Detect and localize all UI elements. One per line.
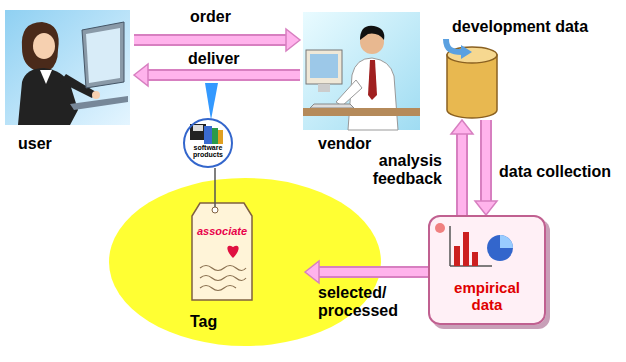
software-circle: software products [183, 118, 233, 168]
edge-label: deliver [188, 50, 240, 68]
arrow-body [318, 268, 428, 276]
vendor-figure [303, 12, 420, 130]
edge-label: data collection [499, 163, 611, 181]
node-text: user [18, 135, 52, 153]
tag-figure [200, 266, 246, 271]
input-arrow [446, 39, 462, 52]
vendor-figure [303, 12, 420, 130]
database-cylinder [447, 47, 497, 118]
empirical-box-ground [463, 232, 469, 266]
flow-arrow [215, 168, 216, 195]
arrow-head [286, 29, 300, 51]
tag-figure [214, 195, 216, 207]
tag-region [109, 178, 381, 346]
node-text: software products [188, 144, 228, 158]
software-icon [184, 119, 232, 167]
software-icon [190, 124, 206, 140]
empirical-data-box: empirical data [428, 215, 546, 325]
user-figure [40, 70, 52, 84]
callout-wedge [205, 83, 218, 120]
user-figure [92, 91, 100, 99]
tag-figure [212, 207, 218, 213]
tag-figure [200, 276, 246, 281]
tag-figure [200, 286, 236, 291]
arrow-head [451, 120, 473, 134]
arrow-body [456, 133, 468, 215]
vendor-figure [310, 54, 338, 78]
flow-arrow [451, 120, 473, 215]
arrow-body [147, 71, 300, 79]
arrow-body [147, 69, 300, 81]
software-icon [218, 130, 223, 144]
tag-figure [192, 203, 252, 300]
empirical-box-ground [472, 252, 478, 266]
node-text: vendor [318, 135, 371, 153]
flow-arrow [134, 29, 300, 51]
string-line [214, 168, 216, 195]
vendor-figure [318, 84, 330, 92]
vendor-figure [360, 26, 384, 40]
vendor-figure [303, 108, 420, 116]
node-text: development data [452, 18, 588, 36]
arrow-head [475, 201, 497, 215]
flow-arrow [475, 120, 497, 215]
database-cylinder [447, 55, 497, 118]
vendor-figure [310, 104, 354, 108]
input-arrow [446, 39, 472, 59]
empirical-box-ground [450, 226, 492, 266]
empirical-box-ground [435, 223, 445, 233]
user-figure [33, 33, 55, 59]
tag-box: associateTag [175, 195, 305, 335]
software-icon [204, 126, 212, 144]
empirical-box-ground [487, 235, 513, 261]
software-icon [184, 119, 232, 167]
user-figure [22, 22, 59, 70]
edge-label: analysis feedback [350, 152, 442, 189]
tag-figure [192, 195, 252, 300]
edge-label: selected/ processed [318, 284, 413, 321]
flow-arrow [134, 64, 300, 86]
node-text: Tag [190, 313, 217, 331]
edge-label: order [190, 8, 231, 26]
user-figure [5, 10, 130, 125]
vendor-figure [306, 50, 342, 84]
user-figure [5, 10, 130, 125]
user-figure-box: user [2, 8, 134, 155]
empirical-box-ground [454, 246, 460, 266]
node-text: associate [197, 225, 247, 238]
user-figure [82, 22, 124, 88]
arrow-body [482, 120, 490, 202]
empirical-box-ground [500, 235, 513, 248]
arrow-body [318, 266, 428, 278]
database-box: development data [440, 18, 618, 120]
arrow-head [305, 261, 319, 283]
arrow-body [134, 34, 287, 46]
software-icon [193, 125, 203, 131]
software-icon [212, 128, 218, 144]
flow-arrow [305, 261, 428, 283]
user-figure [70, 96, 128, 110]
arrow-body [458, 133, 466, 215]
vendor-figure-box: vendor [300, 8, 422, 155]
tag-figure [227, 246, 238, 258]
arrow-body [480, 120, 492, 202]
input-arrow [461, 45, 472, 59]
vendor-figure [368, 60, 377, 100]
empirical-box-ground [428, 215, 546, 325]
user-figure [86, 28, 120, 83]
arrow-body [134, 36, 287, 44]
empirical-box-ground [428, 215, 550, 329]
arrow-head [134, 64, 148, 86]
node-text: empirical data [445, 279, 529, 314]
